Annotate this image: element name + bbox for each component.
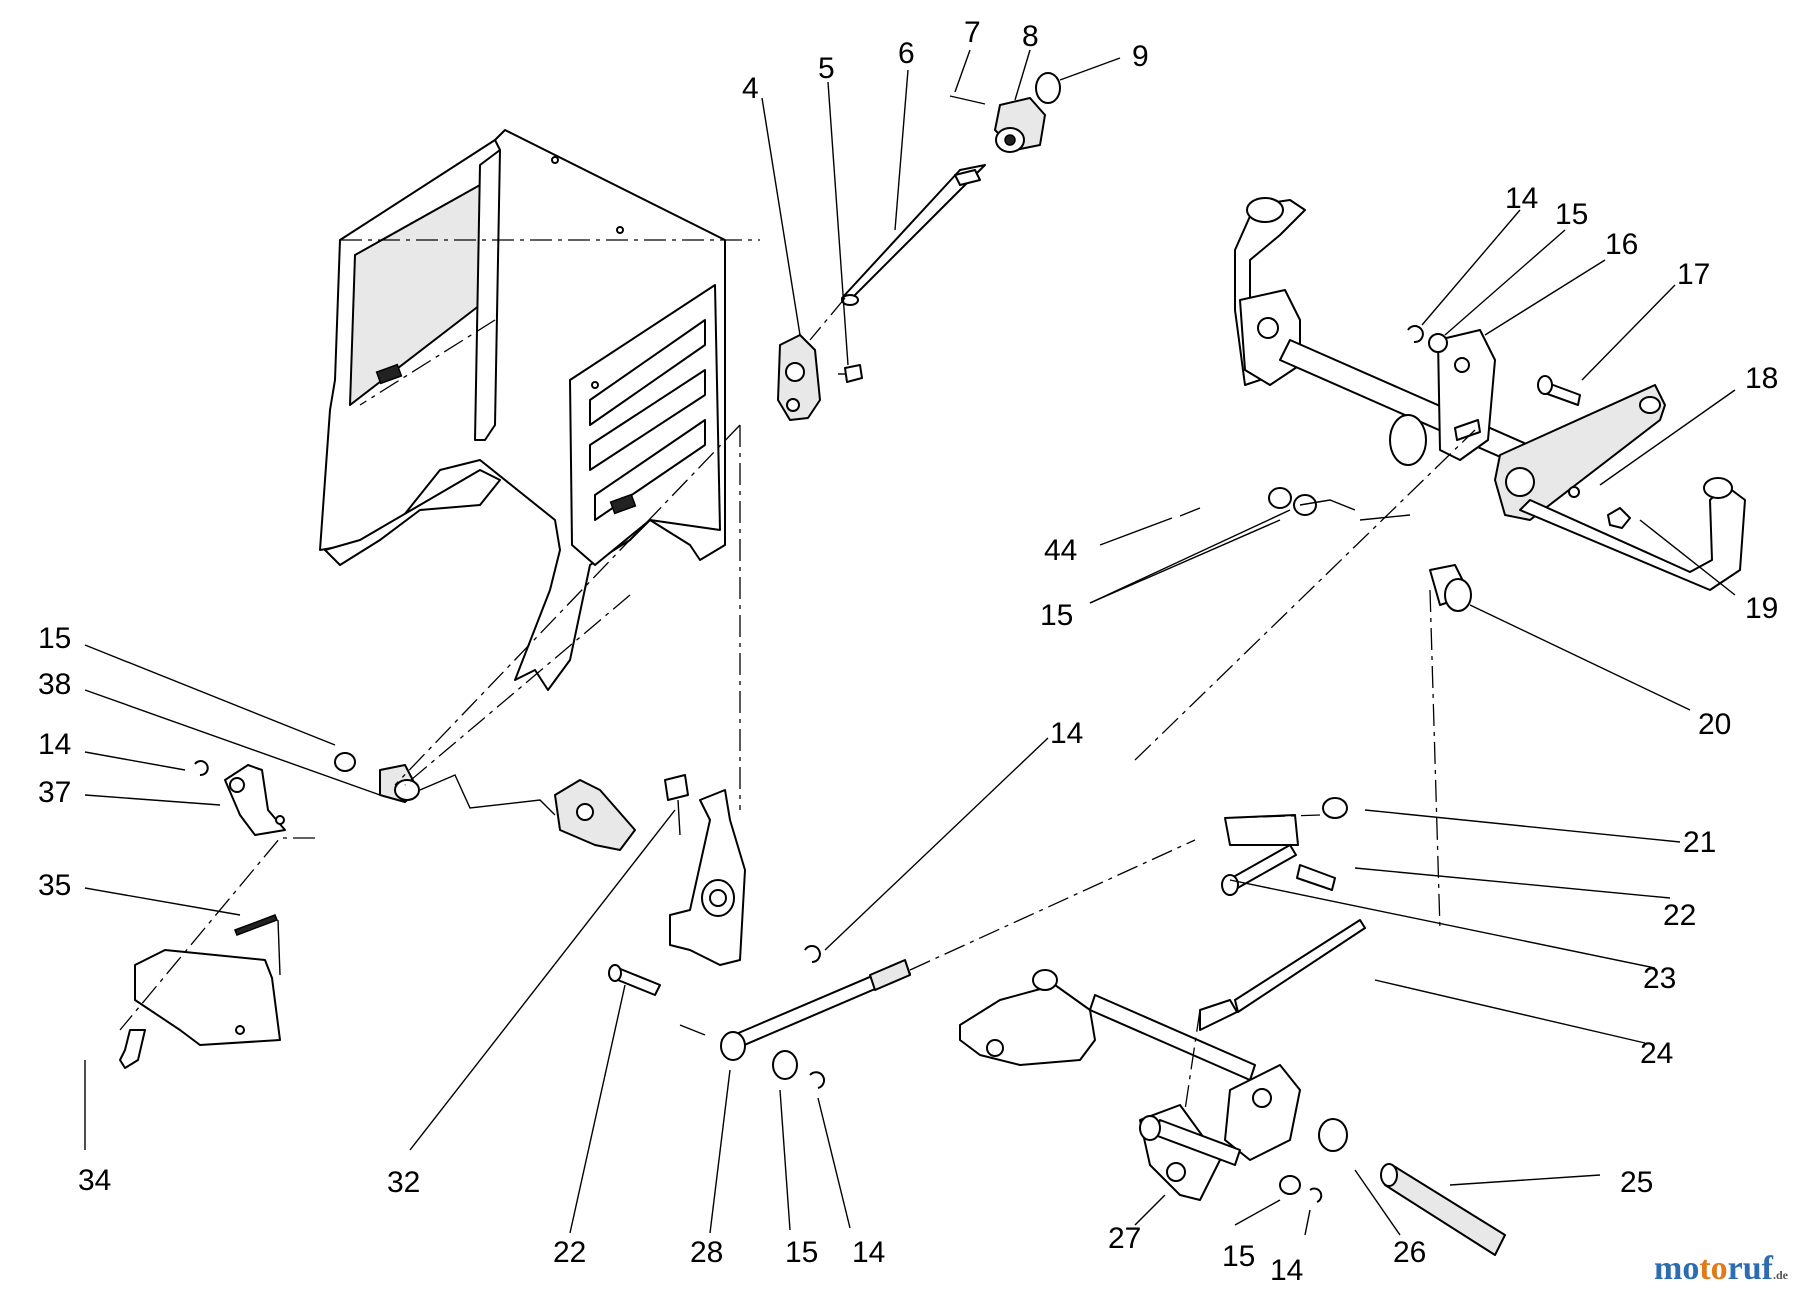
callout-25: 25: [1620, 1166, 1653, 1199]
left-small-parts: [119, 752, 420, 1069]
callout-15-mid: 15: [1040, 599, 1073, 632]
watermark-part3: ruf: [1727, 1250, 1773, 1287]
callout-19: 19: [1745, 592, 1778, 625]
callout-22-lower: 22: [553, 1236, 586, 1269]
callout-37: 37: [38, 776, 71, 809]
callout-numbers: 4 5 6 7 8 9 14 15 16 17 18 44 15 19 20 1…: [38, 16, 1778, 1287]
callout-9: 9: [1132, 40, 1149, 73]
callout-5: 5: [818, 52, 835, 85]
callout-15-lower: 15: [785, 1236, 818, 1269]
callout-14-left: 14: [38, 728, 71, 761]
callout-23: 23: [1643, 962, 1676, 995]
callout-15-left: 15: [38, 622, 71, 655]
callout-8: 8: [1022, 20, 1039, 53]
callout-27: 27: [1108, 1222, 1141, 1255]
knob-assembly: [777, 72, 1061, 421]
callout-35: 35: [38, 869, 71, 902]
callout-18: 18: [1745, 362, 1778, 395]
callout-14-lower: 14: [852, 1236, 885, 1269]
callout-14-upper: 14: [1505, 182, 1538, 215]
watermark-logo: motoruf.de: [1654, 1250, 1788, 1288]
callout-28: 28: [690, 1236, 723, 1269]
watermark-part1: mo: [1654, 1250, 1700, 1287]
callout-32: 32: [387, 1166, 420, 1199]
watermark-part2: to: [1699, 1250, 1728, 1287]
callout-leaders: [84, 49, 1736, 1236]
callout-4: 4: [742, 72, 759, 105]
callout-7: 7: [964, 16, 981, 49]
callout-44: 44: [1044, 534, 1077, 567]
callout-16: 16: [1605, 228, 1638, 261]
console-housing: [319, 129, 726, 691]
upper-lift-shaft: [1179, 197, 1746, 612]
callout-22-right: 22: [1663, 899, 1696, 932]
callout-6: 6: [898, 37, 915, 70]
callout-20: 20: [1698, 708, 1731, 741]
callout-34: 34: [78, 1164, 111, 1197]
callout-26: 26: [1393, 1236, 1426, 1269]
callout-38: 38: [38, 668, 71, 701]
callout-15-upper: 15: [1555, 198, 1588, 231]
callout-15-bottom: 15: [1222, 1240, 1255, 1273]
lower-right-assembly: [959, 797, 1506, 1256]
assembly-lines: [119, 239, 1476, 1111]
callout-21: 21: [1683, 826, 1716, 859]
callout-14-bottom: 14: [1270, 1254, 1303, 1287]
callout-14-center: 14: [1050, 717, 1083, 750]
lower-left-rod: [608, 945, 911, 1089]
watermark-suffix: .de: [1773, 1268, 1788, 1282]
callout-17: 17: [1677, 258, 1710, 291]
center-bracket: [554, 774, 746, 966]
callout-24: 24: [1640, 1037, 1673, 1070]
